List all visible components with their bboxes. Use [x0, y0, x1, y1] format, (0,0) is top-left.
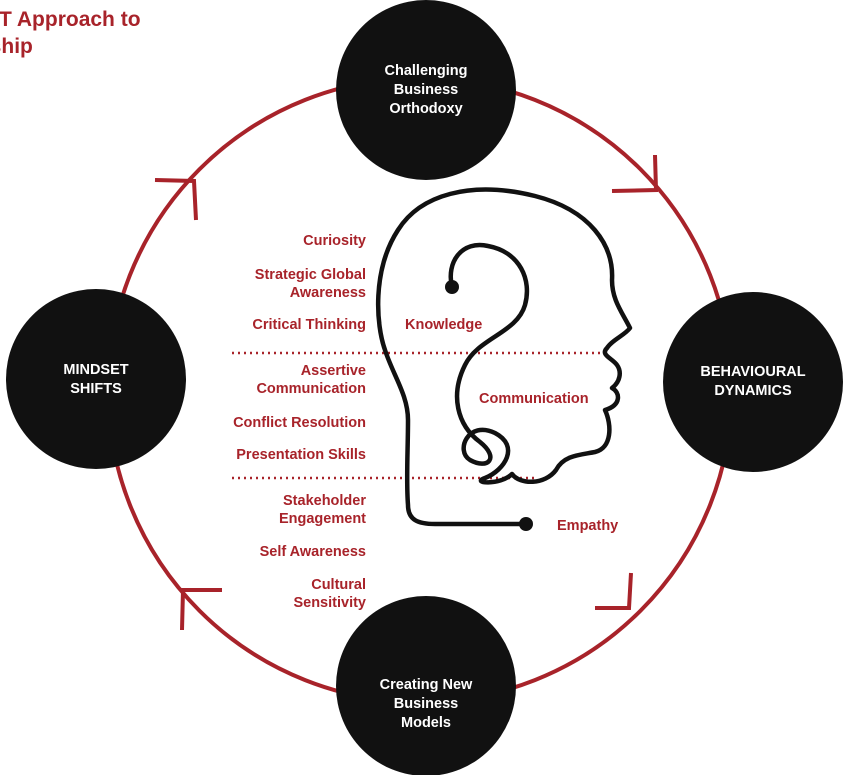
node-bottom-line-2: Business [393, 696, 459, 712]
skill-cultural-sensitivity: Cultural Sensitivity [293, 576, 366, 612]
head-label-empathy: Empathy [557, 518, 619, 534]
arrow-bottom-left [180, 588, 222, 631]
title-line-1: GIFT Approach to [0, 8, 141, 31]
skill-conflict-resolution: Conflict Resolution [233, 415, 366, 431]
skill-assertive-communication-text: Assertive Communication [256, 363, 366, 397]
skill-stakeholder-engagement-text: Stakeholder Engagement [278, 493, 366, 527]
skill-strategic-global-awareness-text: Strategic Global Awareness [254, 267, 366, 301]
node-bottom-circle [336, 596, 516, 775]
question-mark-dot-top [445, 280, 459, 294]
skill-assertive-communication: Assertive Communication [256, 362, 366, 398]
diagram-title: GIFT Approach to lership [0, 6, 264, 60]
node-right-circle [663, 292, 843, 472]
arrow-top-left [154, 178, 198, 221]
head-label-knowledge: Knowledge [405, 317, 483, 333]
node-bottom-line-3: Models [401, 715, 451, 731]
node-mindset-shifts: MINDSET SHIFTS [16, 361, 176, 399]
skill-self-awareness: Self Awareness [259, 544, 366, 560]
node-right-line-2: DYNAMICS [714, 383, 792, 399]
node-behavioural-dynamics: BEHAVIOURAL DYNAMICS [673, 363, 833, 401]
skill-cultural-sensitivity-text: Cultural Sensitivity [293, 577, 366, 611]
head-label-communication: Communication [479, 391, 589, 407]
node-top-line-1: Challenging [384, 63, 468, 79]
node-left-line-1: MINDSET [63, 362, 129, 378]
node-right-line-1: BEHAVIOURAL [700, 364, 806, 380]
node-top-line-3: Orthodoxy [389, 101, 463, 117]
head-question-mark-line [375, 187, 633, 527]
skill-critical-thinking: Critical Thinking [252, 317, 366, 333]
skill-curiosity: Curiosity [303, 233, 366, 249]
line-end-dot [519, 517, 533, 531]
node-bottom-line-1: Creating New [379, 677, 473, 693]
skill-stakeholder-engagement: Stakeholder Engagement [279, 492, 366, 528]
skill-presentation-skills: Presentation Skills [236, 447, 366, 463]
arrow-top-right [611, 154, 659, 193]
arrow-bottom-right [595, 572, 633, 610]
title-line-2: lership [0, 35, 33, 58]
node-left-line-2: SHIFTS [70, 381, 122, 397]
node-challenging-business-orthodoxy: Challenging Business Orthodoxy [346, 62, 506, 119]
node-left-circle [6, 289, 186, 469]
node-creating-new-business-models: Creating New Business Models [346, 676, 506, 733]
node-top-circle [336, 0, 516, 180]
node-top-line-2: Business [393, 82, 459, 98]
skill-strategic-global-awareness: Strategic Global Awareness [255, 266, 366, 302]
